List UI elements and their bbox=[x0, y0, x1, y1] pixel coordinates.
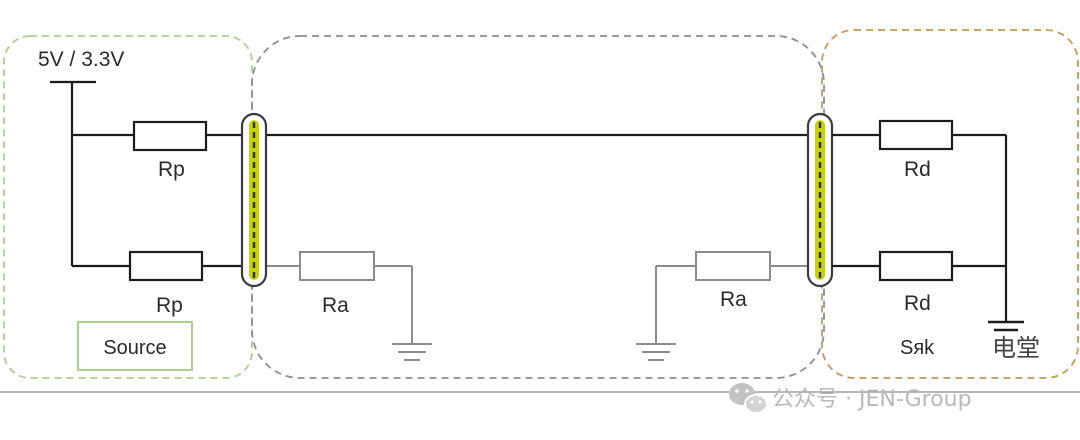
supply-label: 5V / 3.3V bbox=[38, 48, 124, 71]
resistor-rd-bottom bbox=[878, 250, 954, 282]
ra-left-label: Ra bbox=[322, 294, 349, 317]
ground-icon-sink bbox=[988, 320, 1024, 332]
watermark-text: 公众号 · JEN-Group bbox=[772, 387, 972, 412]
resistor-ra-right bbox=[695, 251, 771, 281]
wechat-icon bbox=[729, 383, 768, 414]
rd-bottom-label: Rd bbox=[904, 292, 931, 315]
resistor-ra-left bbox=[299, 251, 375, 281]
rp-bottom-label: Rp bbox=[156, 294, 183, 317]
ground-icon-left bbox=[392, 343, 432, 361]
resistor-rd-top bbox=[878, 119, 954, 151]
source-region bbox=[3, 35, 253, 379]
cable-region bbox=[251, 35, 825, 379]
ground-icon-right bbox=[636, 343, 676, 361]
connector-right bbox=[806, 112, 834, 288]
ra-right-label: Ra bbox=[720, 288, 747, 311]
sink-label: Sᴙk bbox=[900, 337, 935, 359]
rp-top-label: Rp bbox=[158, 158, 185, 181]
resistor-rp-bottom bbox=[128, 250, 204, 282]
sink-suffix-label: 电堂 bbox=[992, 334, 1040, 362]
source-label: Source bbox=[103, 337, 166, 359]
source-label-box bbox=[77, 321, 193, 371]
resistor-rp-top bbox=[132, 120, 208, 152]
sink-region bbox=[821, 29, 1079, 379]
rd-top-label: Rd bbox=[904, 158, 931, 181]
connector-left bbox=[240, 112, 268, 288]
